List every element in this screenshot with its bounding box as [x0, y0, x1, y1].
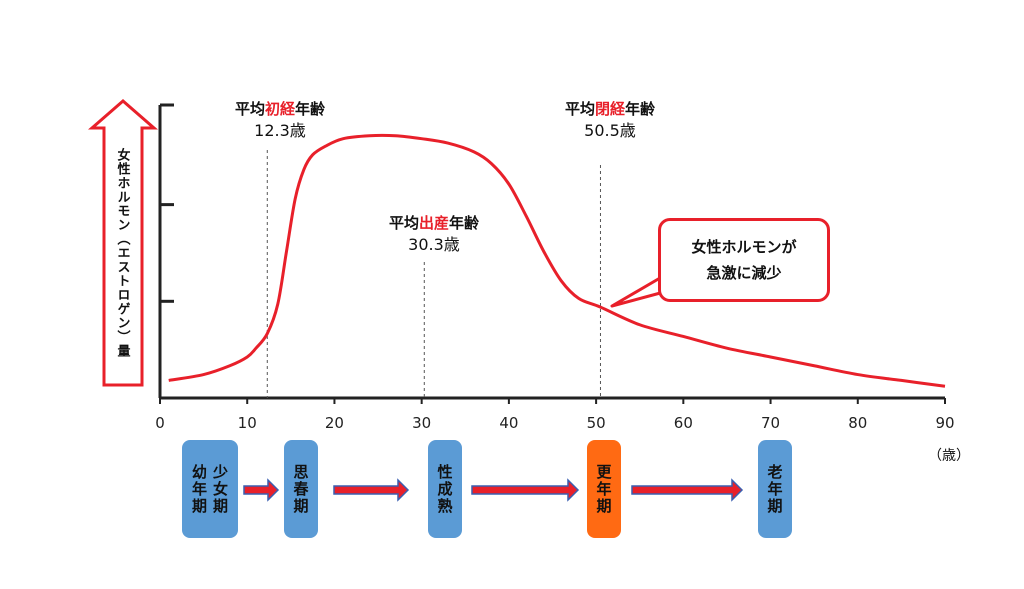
- stage-label: 性成熟: [435, 463, 454, 515]
- stage-senescence: 老年期: [758, 440, 792, 538]
- annot-suffix: 年齢: [625, 100, 656, 118]
- annot-suffix: 年齢: [295, 100, 326, 118]
- stage-arrow: [631, 478, 744, 502]
- x-tick-label: 40: [499, 414, 518, 432]
- annot-prefix: 平均: [388, 214, 419, 232]
- x-tick-label: 70: [761, 414, 780, 432]
- annot-highlight: 閉経: [594, 100, 625, 118]
- stage-menopause: 更年期: [587, 440, 621, 538]
- annot-value: 30.3歳: [408, 235, 460, 254]
- stage-arrow: [333, 478, 410, 502]
- stage-maturity: 性成熟: [428, 440, 462, 538]
- y-axis-label: 女性ホルモン（エストロゲン）量: [114, 148, 130, 358]
- stage-label-child: 幼年期: [190, 463, 208, 515]
- callout-line1: 女性ホルモンが: [691, 238, 797, 256]
- x-tick-label: 90: [935, 414, 954, 432]
- annot-highlight: 初経: [264, 100, 295, 118]
- callout-pointer: [610, 276, 665, 308]
- x-tick-label: 10: [238, 414, 257, 432]
- annotation-menarche: 平均初経年齢 12.3歳: [210, 98, 350, 142]
- annotation-menopause: 平均閉経年齢 50.5歳: [540, 98, 680, 142]
- callout-line2: 急激に減少: [706, 264, 782, 282]
- stage-label-girl: 少女期: [211, 463, 229, 515]
- annotation-childbirth: 平均出産年齢 30.3歳: [364, 212, 504, 256]
- stage-puberty: 思春期: [284, 440, 318, 538]
- x-tick-label: 80: [848, 414, 867, 432]
- series-line: [168, 133, 946, 388]
- stage-arrow: [243, 478, 280, 502]
- annot-value: 12.3歳: [254, 121, 306, 140]
- annot-suffix: 年齢: [449, 214, 480, 232]
- x-tick-label: 0: [155, 414, 165, 432]
- x-tick-label: 20: [325, 414, 344, 432]
- x-tick-label: 60: [674, 414, 693, 432]
- x-axis-unit: （歳）: [928, 448, 970, 464]
- annot-prefix: 平均: [564, 100, 595, 118]
- x-tick-label: 50: [587, 414, 606, 432]
- stage-label: 老年期: [765, 463, 784, 515]
- annot-highlight: 出産: [418, 214, 449, 232]
- stage-label: 思春期: [291, 463, 310, 515]
- stage-childhood: 幼年期 少女期: [182, 440, 238, 538]
- x-tick-label: 30: [412, 414, 431, 432]
- annot-prefix: 平均: [234, 100, 265, 118]
- stage-label: 更年期: [594, 463, 613, 515]
- stage-arrow: [471, 478, 580, 502]
- callout-box: 女性ホルモンが 急激に減少: [658, 218, 830, 302]
- y-axis-arrow: [87, 99, 159, 387]
- annot-value: 50.5歳: [584, 121, 636, 140]
